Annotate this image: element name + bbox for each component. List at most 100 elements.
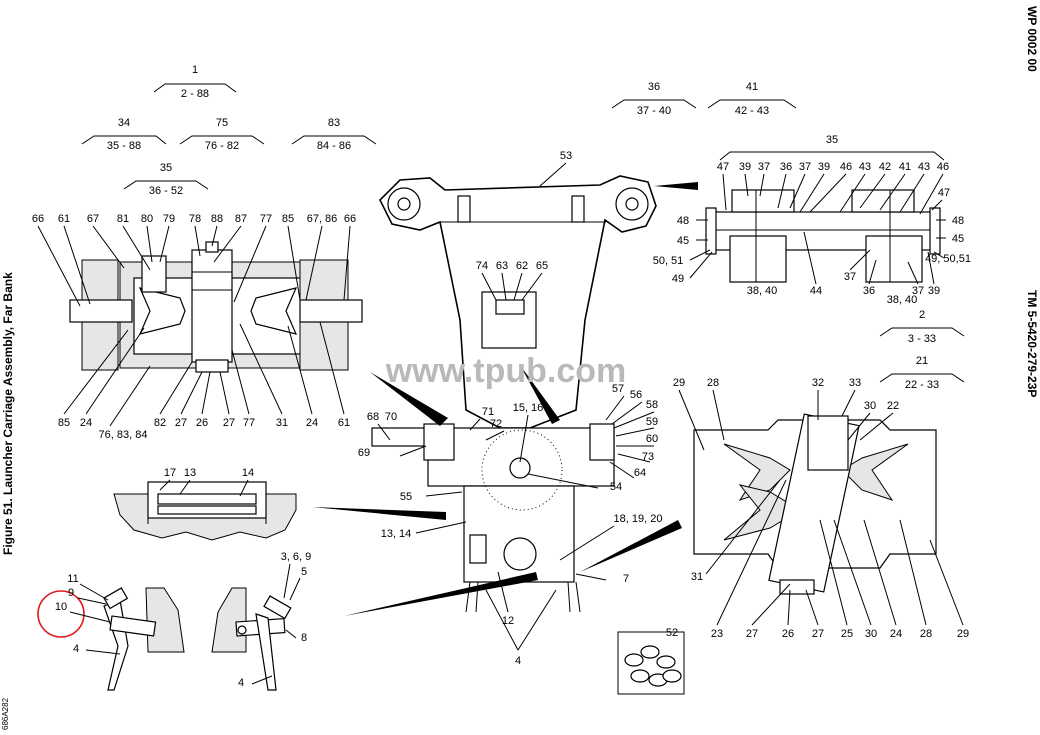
svg-text:38, 40: 38, 40 — [887, 294, 918, 306]
svg-text:43: 43 — [859, 161, 871, 173]
svg-text:53: 53 — [560, 150, 572, 162]
svg-text:10: 10 — [55, 601, 67, 613]
svg-text:47: 47 — [717, 161, 729, 173]
svg-text:48: 48 — [677, 215, 689, 227]
svg-text:44: 44 — [810, 285, 822, 297]
svg-text:30: 30 — [864, 400, 876, 412]
svg-text:39: 39 — [928, 285, 940, 297]
svg-text:3 - 33: 3 - 33 — [908, 333, 936, 345]
svg-text:25: 25 — [841, 628, 853, 640]
svg-text:58: 58 — [646, 399, 658, 411]
svg-text:31: 31 — [276, 417, 288, 429]
svg-text:29: 29 — [957, 628, 969, 640]
svg-text:28: 28 — [707, 377, 719, 389]
exploded-roller-view — [693, 413, 937, 595]
svg-text:46: 46 — [937, 161, 949, 173]
callouts-center: 53 74 63 62 65 68 70 69 71 72 15, 16 57 … — [358, 150, 663, 667]
svg-text:77: 77 — [260, 213, 272, 225]
svg-text:61: 61 — [58, 213, 70, 225]
svg-text:8: 8 — [301, 632, 307, 644]
svg-text:22 - 33: 22 - 33 — [905, 379, 939, 391]
range-header-2: 2 3 - 33 — [879, 309, 965, 345]
svg-text:78: 78 — [189, 213, 201, 225]
svg-text:28: 28 — [920, 628, 932, 640]
svg-text:54: 54 — [610, 481, 622, 493]
svg-text:63: 63 — [496, 260, 508, 272]
svg-text:65: 65 — [536, 260, 548, 272]
svg-text:24: 24 — [890, 628, 902, 640]
svg-text:52: 52 — [666, 627, 678, 639]
callouts-top-right: 35 47 39 37 36 37 39 46 43 42 41 43 46 4… — [653, 134, 971, 306]
svg-text:41: 41 — [899, 161, 911, 173]
svg-text:12: 12 — [502, 615, 514, 627]
svg-text:49, 50,51: 49, 50,51 — [925, 253, 971, 265]
svg-text:59: 59 — [646, 416, 658, 428]
svg-text:35: 35 — [826, 134, 838, 146]
svg-text:60: 60 — [646, 433, 658, 445]
svg-text:29: 29 — [673, 377, 685, 389]
svg-text:77: 77 — [243, 417, 255, 429]
svg-text:45: 45 — [952, 233, 964, 245]
svg-text:45: 45 — [677, 235, 689, 247]
svg-text:48: 48 — [952, 215, 964, 227]
svg-text:23: 23 — [711, 628, 723, 640]
svg-text:79: 79 — [163, 213, 175, 225]
svg-text:62: 62 — [516, 260, 528, 272]
drawing-code: 686A282 — [1, 697, 10, 730]
svg-text:3, 6, 9: 3, 6, 9 — [281, 551, 312, 563]
svg-text:21: 21 — [916, 355, 928, 367]
svg-text:49: 49 — [672, 273, 684, 285]
svg-text:36: 36 — [780, 161, 792, 173]
svg-text:24: 24 — [80, 417, 92, 429]
svg-text:37: 37 — [799, 161, 811, 173]
range-header-36: 36 37 - 40 — [611, 81, 697, 117]
svg-text:14: 14 — [242, 467, 254, 479]
svg-text:42 - 43: 42 - 43 — [735, 105, 769, 117]
svg-text:22: 22 — [887, 400, 899, 412]
svg-text:35 - 88: 35 - 88 — [107, 140, 141, 152]
svg-text:34: 34 — [118, 117, 130, 129]
svg-text:55: 55 — [400, 491, 412, 503]
watermark: www.tpub.com — [385, 352, 627, 390]
svg-text:85: 85 — [282, 213, 294, 225]
svg-text:57: 57 — [612, 383, 624, 395]
svg-text:47: 47 — [938, 187, 950, 199]
svg-text:2 - 88: 2 - 88 — [181, 88, 209, 100]
svg-text:37 - 40: 37 - 40 — [637, 105, 671, 117]
svg-text:36 - 52: 36 - 52 — [149, 185, 183, 197]
svg-text:11: 11 — [67, 573, 78, 585]
svg-text:4: 4 — [515, 655, 521, 667]
svg-text:42: 42 — [879, 161, 891, 173]
svg-text:72: 72 — [490, 418, 502, 430]
svg-text:4: 4 — [238, 677, 244, 689]
svg-text:82: 82 — [154, 417, 166, 429]
svg-text:88: 88 — [211, 213, 223, 225]
svg-text:41: 41 — [746, 81, 758, 93]
svg-text:7: 7 — [623, 573, 629, 585]
svg-text:84 - 86: 84 - 86 — [317, 140, 351, 152]
svg-text:27: 27 — [223, 417, 235, 429]
range-header-21: 21 22 - 33 — [879, 355, 965, 391]
svg-text:67: 67 — [87, 213, 99, 225]
svg-text:39: 39 — [818, 161, 830, 173]
svg-text:13, 14: 13, 14 — [381, 528, 412, 540]
svg-text:43: 43 — [918, 161, 930, 173]
svg-text:66: 66 — [344, 213, 356, 225]
svg-text:27: 27 — [175, 417, 187, 429]
svg-text:18, 19, 20: 18, 19, 20 — [614, 513, 663, 525]
svg-text:37: 37 — [844, 271, 856, 283]
svg-text:26: 26 — [196, 417, 208, 429]
svg-text:33: 33 — [849, 377, 861, 389]
svg-text:83: 83 — [328, 117, 340, 129]
roller-section-right — [705, 189, 941, 283]
svg-text:67, 86: 67, 86 — [307, 213, 338, 225]
callouts-small-left: 17 13 14 — [159, 467, 254, 497]
svg-text:24: 24 — [306, 417, 318, 429]
svg-text:31: 31 — [691, 571, 703, 583]
arm-bracket-left — [103, 587, 185, 691]
callouts-left-bottom: 85 24 76, 83, 84 82 27 26 27 77 31 24 61 — [58, 321, 350, 441]
svg-text:4: 4 — [73, 643, 79, 655]
svg-text:38, 40: 38, 40 — [747, 285, 778, 297]
svg-text:71: 71 — [482, 406, 494, 418]
